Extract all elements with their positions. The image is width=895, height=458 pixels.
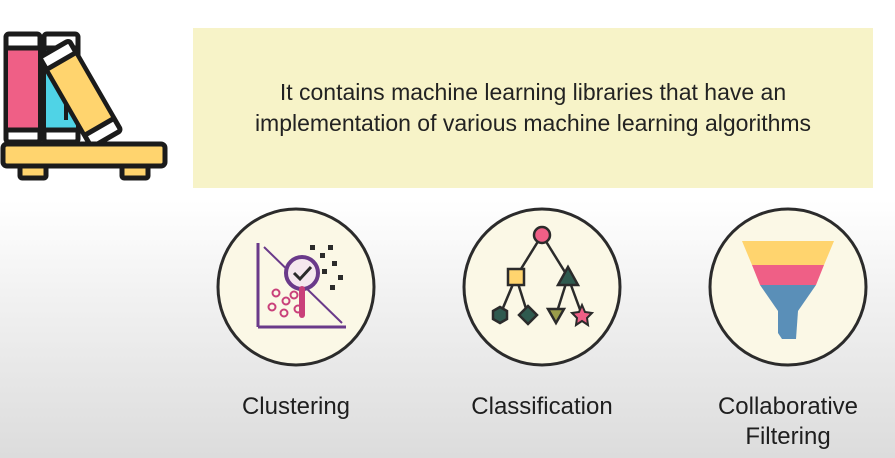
decision-tree-icon <box>462 207 622 367</box>
card-label-clustering: Clustering <box>241 393 351 420</box>
books-on-shelf-icon <box>0 31 168 181</box>
card-collaborative-filtering: Collaborative Filtering <box>668 205 895 452</box>
card-clustering: Clustering <box>176 205 416 422</box>
card-label-classification: Classification <box>471 393 613 420</box>
banner-text: It contains machine learning libraries t… <box>254 79 812 136</box>
card-classification: Classification <box>422 205 662 422</box>
scatter-magnifier-icon <box>216 207 376 367</box>
description-banner: It contains machine learning libraries t… <box>193 28 873 188</box>
funnel-icon <box>708 207 868 367</box>
card-label-collaborative-filtering: Collaborative Filtering <box>717 393 859 450</box>
